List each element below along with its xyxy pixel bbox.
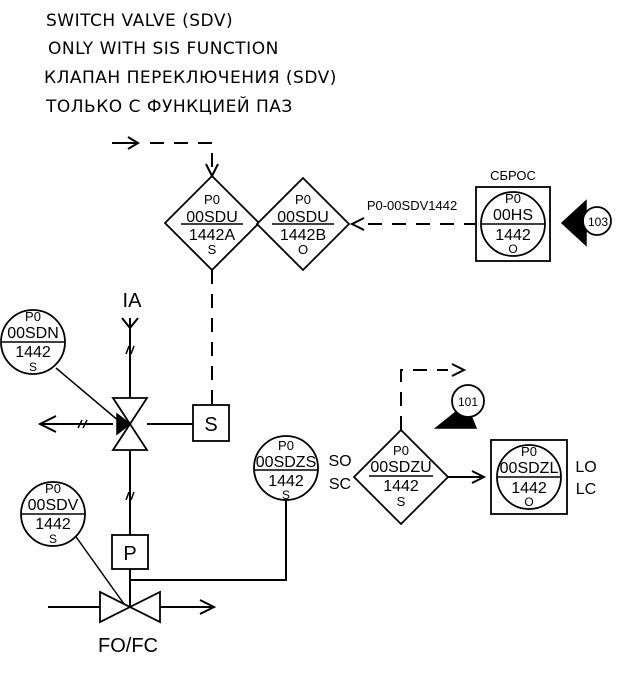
sdn-location: S [29,360,37,374]
bubble-sdn-1442: P0 00SDN 1442 S [0,309,121,423]
sdn-tag: 00SDN [7,325,59,342]
sdzl-prefix: P0 [521,444,537,459]
logic-a-location: S [208,242,217,257]
logic-b-location: O [298,242,308,257]
sdzs-location: S [282,488,290,502]
note-line-4: ТОЛЬКО С ФУНКЦИЕЙ ПАЗ [45,95,293,117]
sdzu-location: S [397,494,406,509]
sdn-prefix: P0 [25,309,41,324]
sdzl-number: 1442 [511,480,547,497]
logic-a-prefix: P0 [204,192,220,207]
sdzu-number: 1442 [383,478,419,495]
ref-103-label: 103 [588,215,608,229]
solenoid-label: S [204,414,217,436]
sdn-number: 1442 [15,344,51,361]
logic-b-number: 1442B [280,227,326,244]
sdv-tag: 00SDV [28,497,79,514]
reset-location: O [508,242,517,256]
sdzs-tag: 00SDZS [256,454,316,471]
sdzu-output-up [400,363,467,430]
sdzu-prefix: P0 [393,443,409,458]
logic-sdzu-1442: P0 00SDZU 1442 S [352,428,450,526]
sdzu-tag: 00SDZU [370,459,431,476]
note-block: SWITCH VALVE (SDV) ONLY WITH SIS FUNCTIO… [44,11,337,117]
reset-signal: P0-00SDV1442 [349,198,478,231]
lo-label: LO [575,459,596,476]
sdzl-tag: 00SDZL [500,460,559,477]
logic-b-tag: 00SDU [277,209,329,226]
sdv-prefix: P0 [45,481,61,496]
reset-hand-switch: СБРОС P0 00HS 1442 O [475,168,551,262]
bubble-sdzs-1442: P0 00SDZS 1442 S SO SC [253,435,352,502]
ref-101-label: 101 [458,395,478,409]
air-supply: IA [121,290,143,398]
logic-a-number: 1442A [189,227,236,244]
sdzs-prefix: P0 [278,438,294,453]
three-way-valve [37,397,193,535]
offpage-ref-103: 103 [560,199,612,247]
sdzu-to-sdzl [448,470,487,484]
logic-sdu-1442a: P0 00SDU 1442A S [163,174,261,272]
note-line-1: SWITCH VALVE (SDV) [46,11,233,31]
so-label: SO [328,453,351,470]
main-valve: FO/FC [48,590,217,657]
fail-action-label: FO/FC [98,635,158,657]
sdv-number: 1442 [35,516,71,533]
offpage-ref-101: 101 [433,384,485,429]
note-line-3: КЛАПАН ПЕРЕКЛЮЧЕНИЯ (SDV) [44,68,337,88]
reset-title: СБРОС [490,168,536,183]
signal-label: P0-00SDV1442 [367,198,457,213]
lc-label: LC [576,481,596,498]
reset-number: 1442 [495,227,531,244]
logic-sdu-1442b: P0 00SDU 1442B O [255,176,351,272]
sdzl-location: O [524,495,533,509]
note-line-2: ONLY WITH SIS FUNCTION [48,39,279,59]
position-link [130,500,287,581]
solenoid-box: S [192,404,230,442]
sc-label: SC [329,476,351,493]
sdzs-number: 1442 [268,473,304,490]
actuator-label: P [123,543,136,565]
bubble-sdv-1442: P0 00SDV 1442 S [20,481,125,605]
indicator-sdzl-1442: P0 00SDZL 1442 O LO LC [490,439,597,515]
reset-tag: 00HS [493,207,533,224]
logic-a-tag: 00SDU [186,209,238,226]
actuator-box: P [111,534,149,607]
sdv-location: S [49,532,57,546]
air-supply-label: IA [123,290,143,312]
reset-prefix: P0 [505,191,521,206]
incoming-signal [112,136,219,179]
logic-b-prefix: P0 [295,192,311,207]
